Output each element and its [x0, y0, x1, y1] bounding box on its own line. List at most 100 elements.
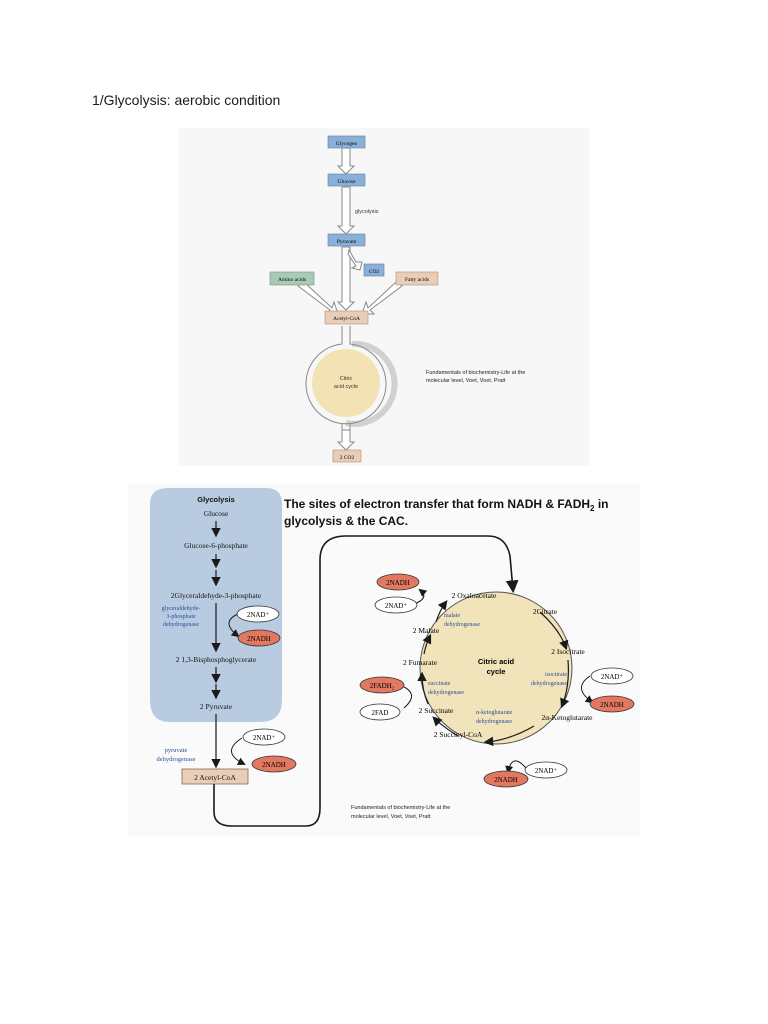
co2-label: CO2 — [369, 269, 380, 275]
pyruvate-label: Pyruvate — [337, 239, 357, 245]
glycolysis-header: Glycolysis — [197, 495, 235, 504]
citation1-line1: Fundamentals of biochemistry-Life at the — [426, 370, 525, 376]
arrow-isocitrate-akg — [560, 659, 570, 709]
gapdh-line1: glyceraldehyde- — [162, 606, 201, 612]
gapdh-line2: 3-phosphate — [166, 614, 196, 620]
gapdh-line3: dehydrogenase — [163, 622, 199, 628]
diagram2-title-line1: The sites of electron transfer that form… — [284, 497, 609, 513]
isocitrate: 2 Isocitrate — [551, 647, 585, 656]
idh-cofactor-curve — [581, 675, 594, 704]
glycolysis-label: glycolysis — [355, 209, 379, 215]
citation2-line1: Fundamentals of biochemistry-Life at the — [351, 805, 450, 811]
glucose-6-phosphate: Glucose-6-phosphate — [184, 541, 248, 550]
pyruvate-box — [327, 233, 366, 247]
arrow-succinylcoa-succinate — [432, 716, 459, 737]
pdh-nadh: 2NADH — [262, 761, 286, 769]
sdh-line1: succinate — [428, 681, 451, 687]
cac-label-line1: Citric acid — [478, 657, 515, 666]
sdh-fad-oval — [359, 703, 401, 721]
akgdh-cofactor-curve — [505, 760, 527, 774]
glucose-to-pyruvate-arrow — [336, 186, 356, 235]
acetyl-coa-connector — [213, 535, 519, 827]
gapdh-nadh-oval — [237, 629, 281, 647]
oxaloacetate: 2 Oxaloacetate — [452, 591, 497, 600]
acetyl-coa-box — [324, 310, 369, 325]
akgdh-nad-plus-oval — [524, 761, 568, 779]
citation2-line2: molecular level, Voet, Voet, Pratt — [351, 814, 431, 820]
fatty-acids-label: Fatty acids — [405, 277, 429, 283]
page-heading: 1/Glycolysis: aerobic condition — [92, 92, 281, 108]
mdh-nad-plus-oval — [374, 596, 418, 614]
akgdh-line1: α-ketoglutarate — [476, 710, 513, 716]
cycle-exit — [341, 424, 351, 432]
idh-line2: dehydrogenase — [531, 681, 567, 687]
mdh-line2: dehydrogenase — [444, 622, 480, 628]
pyruvate-to-co2-arrow — [347, 248, 363, 271]
glucose-box — [327, 173, 366, 187]
sdh-line2: dehydrogenase — [428, 690, 464, 696]
mdh-nadh-oval — [376, 573, 420, 591]
pdh-nad-plus: 2NAD⁺ — [253, 734, 276, 742]
pdh-nad-curve — [231, 737, 246, 765]
acetyl-coa-label: Acetyl-CoA — [333, 316, 360, 322]
citation1-line2: molecular level, Voet, Voet, Pratt — [426, 378, 506, 384]
fatty-acids-box — [395, 271, 439, 286]
output-co2-label: 2 CO2 — [340, 455, 355, 461]
output-co2-box — [332, 449, 362, 463]
succinyl-coa: 2 Succinyl-CoA — [434, 730, 483, 739]
idh-nadh: 2NADH — [600, 701, 624, 709]
mdh-nadh: 2NADH — [386, 579, 410, 587]
akgdh-line2: dehydrogenase — [476, 719, 512, 725]
glycolysis-glucose: Glucose — [204, 509, 229, 518]
gapdh-nad-plus-oval — [236, 605, 280, 623]
gapdh-nad-plus: 2NAD⁺ — [247, 611, 270, 619]
gapdh-nadh: 2NADH — [247, 635, 271, 643]
alpha-ketoglutarate: 2α-Ketoglutarate — [542, 713, 594, 722]
amino-acids-label: Amino acids — [278, 277, 306, 283]
sdh-fadh2: 2FADH₂ — [370, 682, 395, 690]
succinate: 2 Succinate — [419, 706, 454, 715]
citrate: 2Citrate — [533, 607, 558, 616]
co2-box — [363, 263, 385, 277]
bisphosphoglycerate: 2 1,3-Bisphosphoglycerate — [176, 655, 257, 664]
glycolysis-pyruvate: 2 Pyruvate — [200, 702, 233, 711]
cac-label-line2: cycle — [487, 667, 506, 676]
aminoacids-arrow — [297, 281, 339, 315]
cycle-label-line2: acid cycle — [334, 384, 358, 390]
pdh-nad-plus-oval — [242, 728, 286, 746]
sdh-fadh2-oval — [359, 676, 405, 694]
amino-acids-box — [269, 271, 315, 286]
pdh-line1: pyruvate — [165, 747, 188, 754]
arrow-citrate-isocitrate — [539, 611, 569, 651]
gapdh-nad-curve — [228, 613, 240, 638]
sdh-fad: 2FAD — [372, 709, 389, 717]
akgdh-nad-plus: 2NAD⁺ — [535, 767, 558, 775]
idh-nadh-oval — [589, 695, 635, 713]
idh-line1: isocitrate — [545, 672, 567, 678]
mdh-nad-plus: 2NAD⁺ — [385, 602, 408, 610]
fumarate: 2 Fumarate — [403, 658, 438, 667]
acetyl-coa-box — [181, 768, 249, 785]
pdh-line2: dehydrogenase — [157, 756, 196, 763]
cycle-entry-arrow — [305, 326, 387, 425]
sdh-cofactor-curve — [394, 679, 412, 709]
arrow-akg-succinylcoa — [483, 725, 535, 747]
glyceraldehyde-3-phosphate: 2Glyceraldehyde-3-phosphate — [171, 591, 262, 600]
electron-transfer-diagram: The sites of electron transfer that form… — [128, 484, 640, 836]
arrow-malate-oxaloacetate — [435, 600, 448, 623]
idh-nad-plus-oval — [590, 667, 634, 685]
malate: 2 Malate — [413, 626, 440, 635]
cycle-ring — [345, 340, 398, 427]
arrow-fumarate-malate — [422, 633, 432, 655]
akgdh-nadh-oval — [483, 770, 529, 788]
idh-nad-plus: 2NAD⁺ — [601, 673, 624, 681]
glycogen-label: Glycogen — [336, 141, 358, 147]
diagram2-title-line2: glycolysis & the CAC. — [284, 514, 408, 528]
cac-circle — [419, 591, 573, 745]
glycogen-box — [327, 135, 366, 149]
arrow-succinate-fumarate — [417, 671, 429, 705]
akgdh-nadh: 2NADH — [494, 776, 518, 784]
fattyacids-arrow — [361, 281, 403, 315]
mdh-line1: malate — [444, 613, 460, 619]
